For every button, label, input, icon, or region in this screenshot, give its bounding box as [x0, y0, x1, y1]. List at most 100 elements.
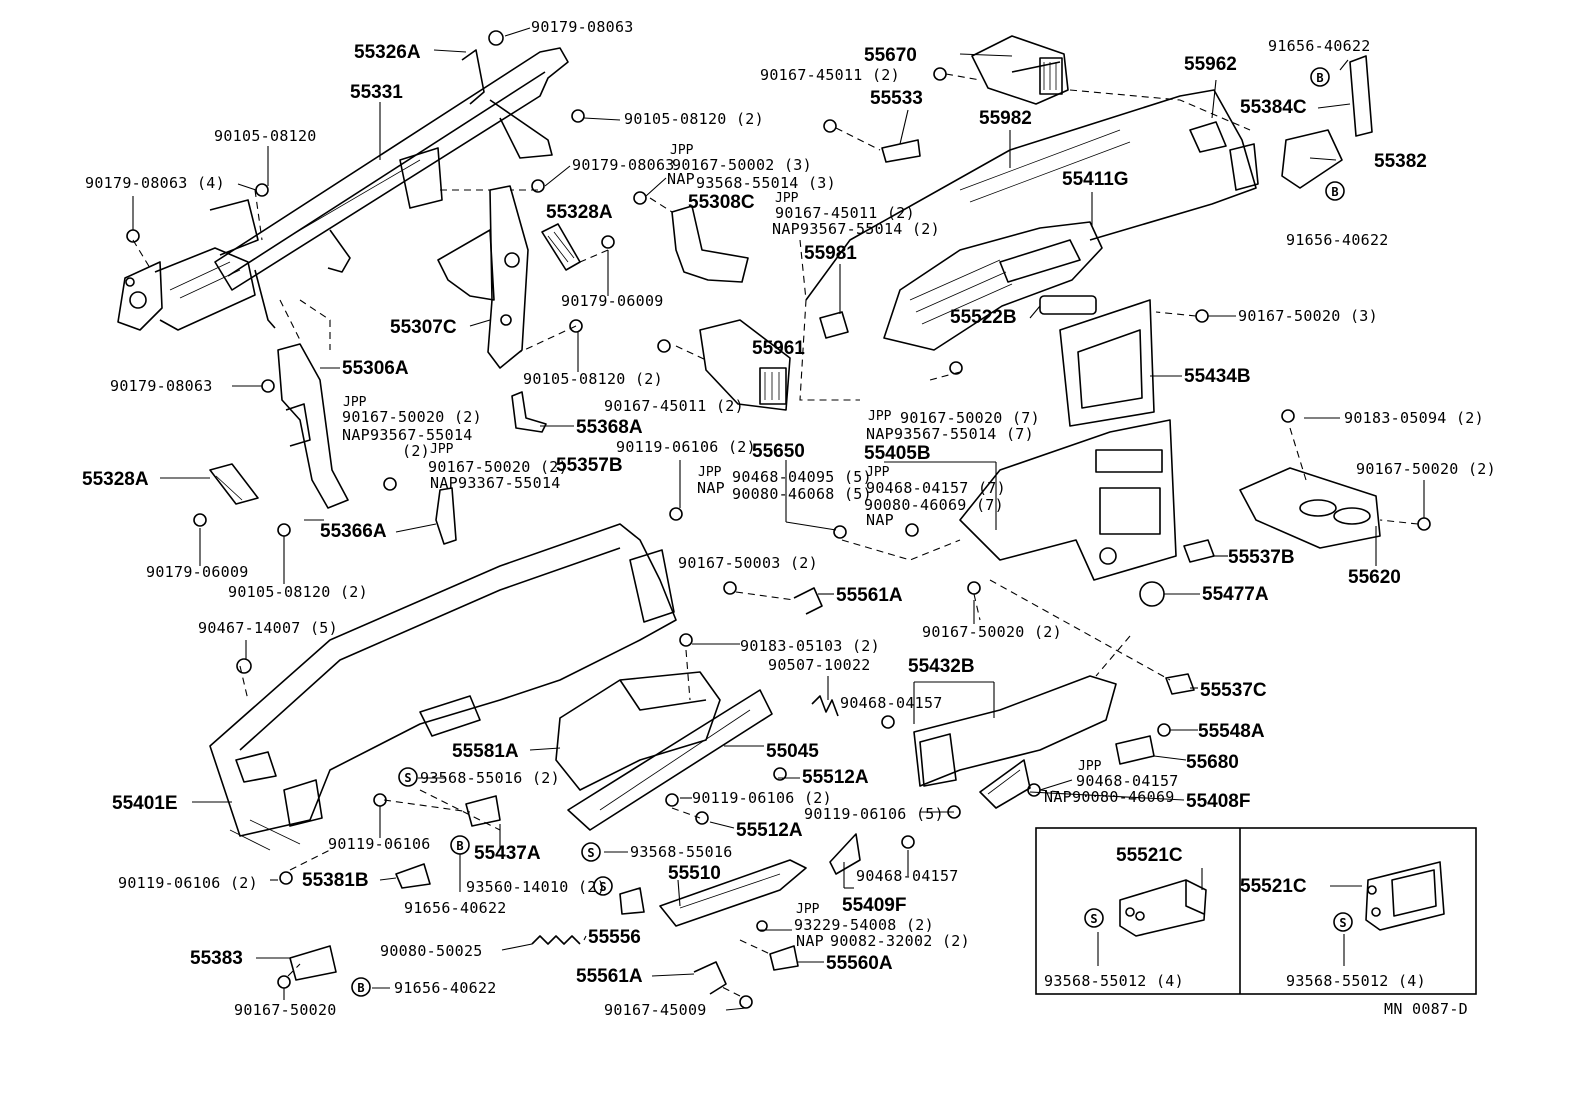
part-label: 90167-50020 [234, 1001, 337, 1019]
part-label: 55512A [736, 820, 803, 841]
badge-b1: B [1310, 67, 1330, 87]
part-label: 55328A [546, 202, 613, 223]
part-55620-cup-holder [1239, 467, 1381, 549]
part-label: 90468-04157 [856, 867, 959, 885]
part-55533-clip [881, 139, 921, 163]
part-label: 55981 [804, 243, 857, 264]
part-label: 55328A [82, 469, 149, 490]
part-label: NAP [866, 511, 894, 529]
part-label: 55408F [1186, 791, 1250, 812]
part-55560A [769, 945, 799, 971]
part-label: NAP93567-55014 (2) [772, 220, 940, 238]
part-label: 90167-50002 (3) [672, 156, 812, 174]
part-label: 55522B [950, 307, 1017, 328]
part-label: 90167-45009 [604, 1001, 707, 1019]
part-label: 55411G [1062, 169, 1129, 190]
part-55510-trim [659, 859, 807, 927]
part-label: JPP [796, 902, 820, 917]
part-label: 55477A [1202, 584, 1269, 605]
part-label: NAP [796, 932, 824, 950]
part-label: 55561A [836, 585, 903, 606]
part-label: 90167-50020 (3) [1238, 307, 1378, 325]
part-label: 55366A [320, 521, 387, 542]
part-55437A [465, 795, 501, 827]
part-label: 55384C [1240, 97, 1307, 118]
part-label: 55512A [802, 767, 869, 788]
part-label: 90119-06106 (5) [804, 805, 944, 823]
part-label: 55670 [864, 45, 917, 66]
assembly-lines [132, 73, 1419, 997]
part-label: JPP [343, 395, 367, 410]
part-label: 55650 [752, 441, 805, 462]
part-55561A-upper [793, 587, 823, 615]
part-label: 90167-45011 (2) [604, 397, 744, 415]
part-label: 55434B [1184, 366, 1251, 387]
svg-text:B: B [1331, 185, 1338, 199]
svg-text:S: S [404, 771, 411, 785]
badge-s2: S [581, 842, 601, 862]
drawing-code: MN 0087-D [1384, 1000, 1468, 1018]
part-55368A [511, 391, 547, 433]
part-55383 [289, 945, 337, 981]
part-label: 55982 [979, 108, 1032, 129]
part-55982-upper-pad [805, 89, 1259, 301]
part-label: JPP [866, 465, 890, 480]
part-label: NAP [667, 170, 695, 188]
part-label: 90183-05103 (2) [740, 637, 880, 655]
part-label: 90179-08063 (4) [85, 174, 225, 192]
part-label: 90105-08120 (2) [228, 583, 368, 601]
svg-text:S: S [587, 846, 594, 860]
part-label: 90167-50003 (2) [678, 554, 818, 572]
part-55522B [1039, 295, 1097, 315]
part-label: 55308C [688, 192, 755, 213]
part-55306A-brace [277, 343, 349, 509]
part-label: JPP [430, 442, 454, 457]
part-label: 90179-06009 [561, 292, 664, 310]
part-label: 90179-06009 [146, 563, 249, 581]
part-label: 90167-50020 (2) [922, 623, 1062, 641]
part-label: 90468-04157 [840, 694, 943, 712]
part-90507-10022-spring [811, 695, 839, 717]
part-label: 93568-55016 [630, 843, 733, 861]
part-label: 55045 [766, 741, 819, 762]
part-label: 55382 [1374, 151, 1427, 172]
part-label: 55368A [576, 417, 643, 438]
part-label: 90468-04157 (7) [866, 479, 1006, 497]
part-label: 93568-55012 (4) [1044, 972, 1184, 990]
part-55308C-bracket [671, 205, 749, 283]
part-label: 55307C [390, 317, 457, 338]
part-55537C [1165, 673, 1195, 695]
part-label: 55561A [576, 966, 643, 987]
part-label: 90105-08120 (2) [624, 110, 764, 128]
part-label: 93568-55012 (4) [1286, 972, 1426, 990]
part-label: 91656-40622 [394, 979, 497, 997]
part-label: (2) [402, 442, 430, 460]
part-label: 55401E [112, 793, 178, 814]
part-55581A-glove-box [555, 671, 721, 791]
part-label: JPP [698, 465, 722, 480]
badge-s1: S [398, 767, 418, 787]
part-label: 55331 [350, 82, 403, 103]
part-label: 90082-32002 (2) [830, 932, 970, 950]
badge-s4: S [1084, 908, 1104, 928]
part-label: NAP90080-46069 [1044, 788, 1175, 806]
part-label: JPP [775, 191, 799, 206]
part-55045-door [567, 689, 773, 831]
part-label: 90080-50025 [380, 942, 483, 960]
part-label: 55381B [302, 870, 369, 891]
part-label: 55521C [1240, 876, 1307, 897]
part-label: 90179-08063 [110, 377, 213, 395]
part-label: 55581A [452, 741, 519, 762]
part-label: 55548A [1198, 721, 1265, 742]
part-label: 90105-08120 (2) [523, 370, 663, 388]
part-label: 90080-46068 (5) [732, 485, 872, 503]
part-label: 55556 [588, 927, 641, 948]
part-label: 93560-14010 (2) [466, 878, 606, 896]
part-label: 55510 [668, 863, 721, 884]
part-label: 55620 [1348, 567, 1401, 588]
part-55331-reinforcement [117, 47, 569, 331]
part-label: 90179-08063 [572, 156, 675, 174]
inset-box-55521C [1035, 827, 1477, 995]
badge-s5: S [1333, 912, 1353, 932]
